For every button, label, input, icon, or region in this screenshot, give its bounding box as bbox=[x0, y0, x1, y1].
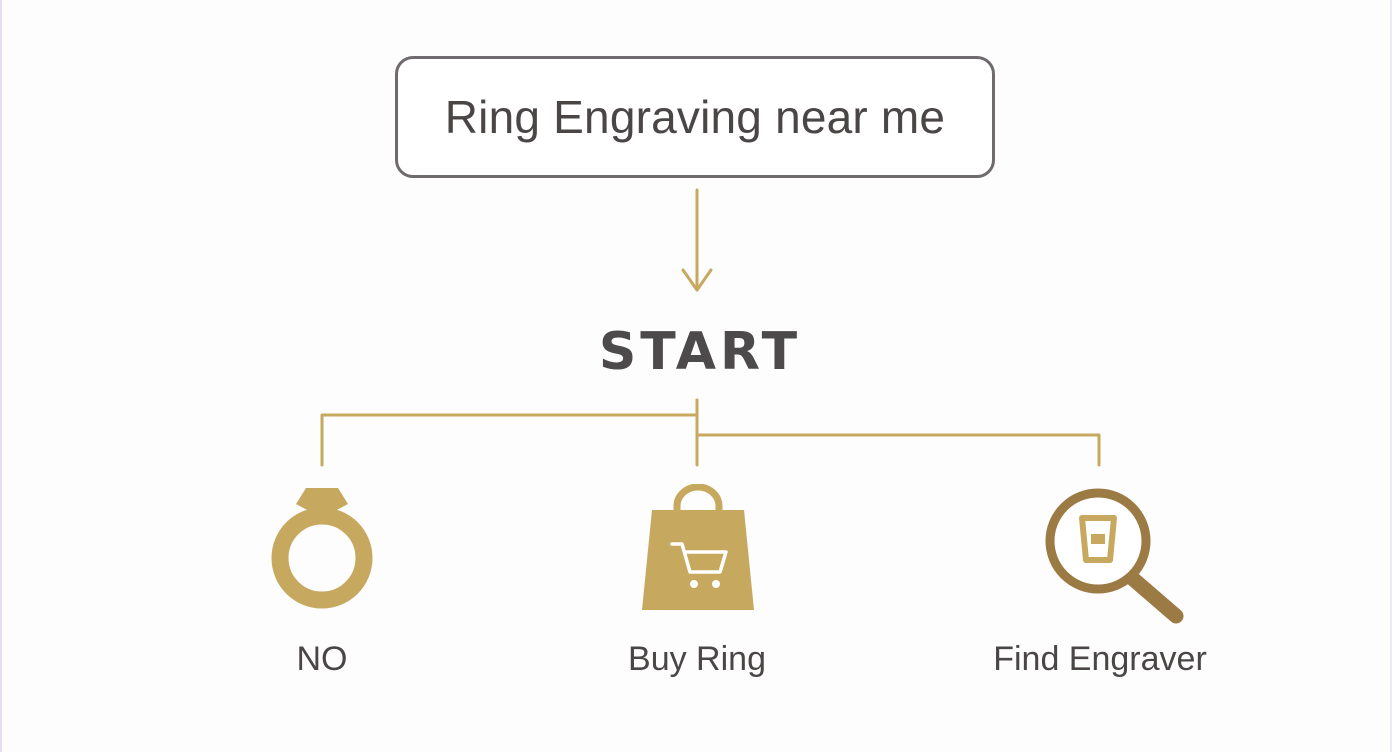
branch-right bbox=[695, 433, 1101, 467]
option-label-buy-ring: Buy Ring bbox=[628, 640, 766, 678]
branch-left bbox=[320, 413, 699, 467]
ring-icon bbox=[271, 488, 373, 609]
shopping-bag-cart-icon bbox=[642, 484, 754, 610]
left-edge-line bbox=[0, 0, 2, 752]
option-label-find-engraver: Find Engraver bbox=[993, 640, 1207, 678]
search-query-box: Ring Engraving near me bbox=[395, 56, 995, 178]
magnifier-cup-icon bbox=[1045, 488, 1184, 624]
right-edge-line bbox=[1390, 0, 1392, 752]
search-query-text: Ring Engraving near me bbox=[444, 91, 946, 143]
arrow-head bbox=[681, 268, 713, 292]
start-label: START bbox=[598, 322, 802, 382]
option-label-no: NO bbox=[296, 640, 348, 678]
